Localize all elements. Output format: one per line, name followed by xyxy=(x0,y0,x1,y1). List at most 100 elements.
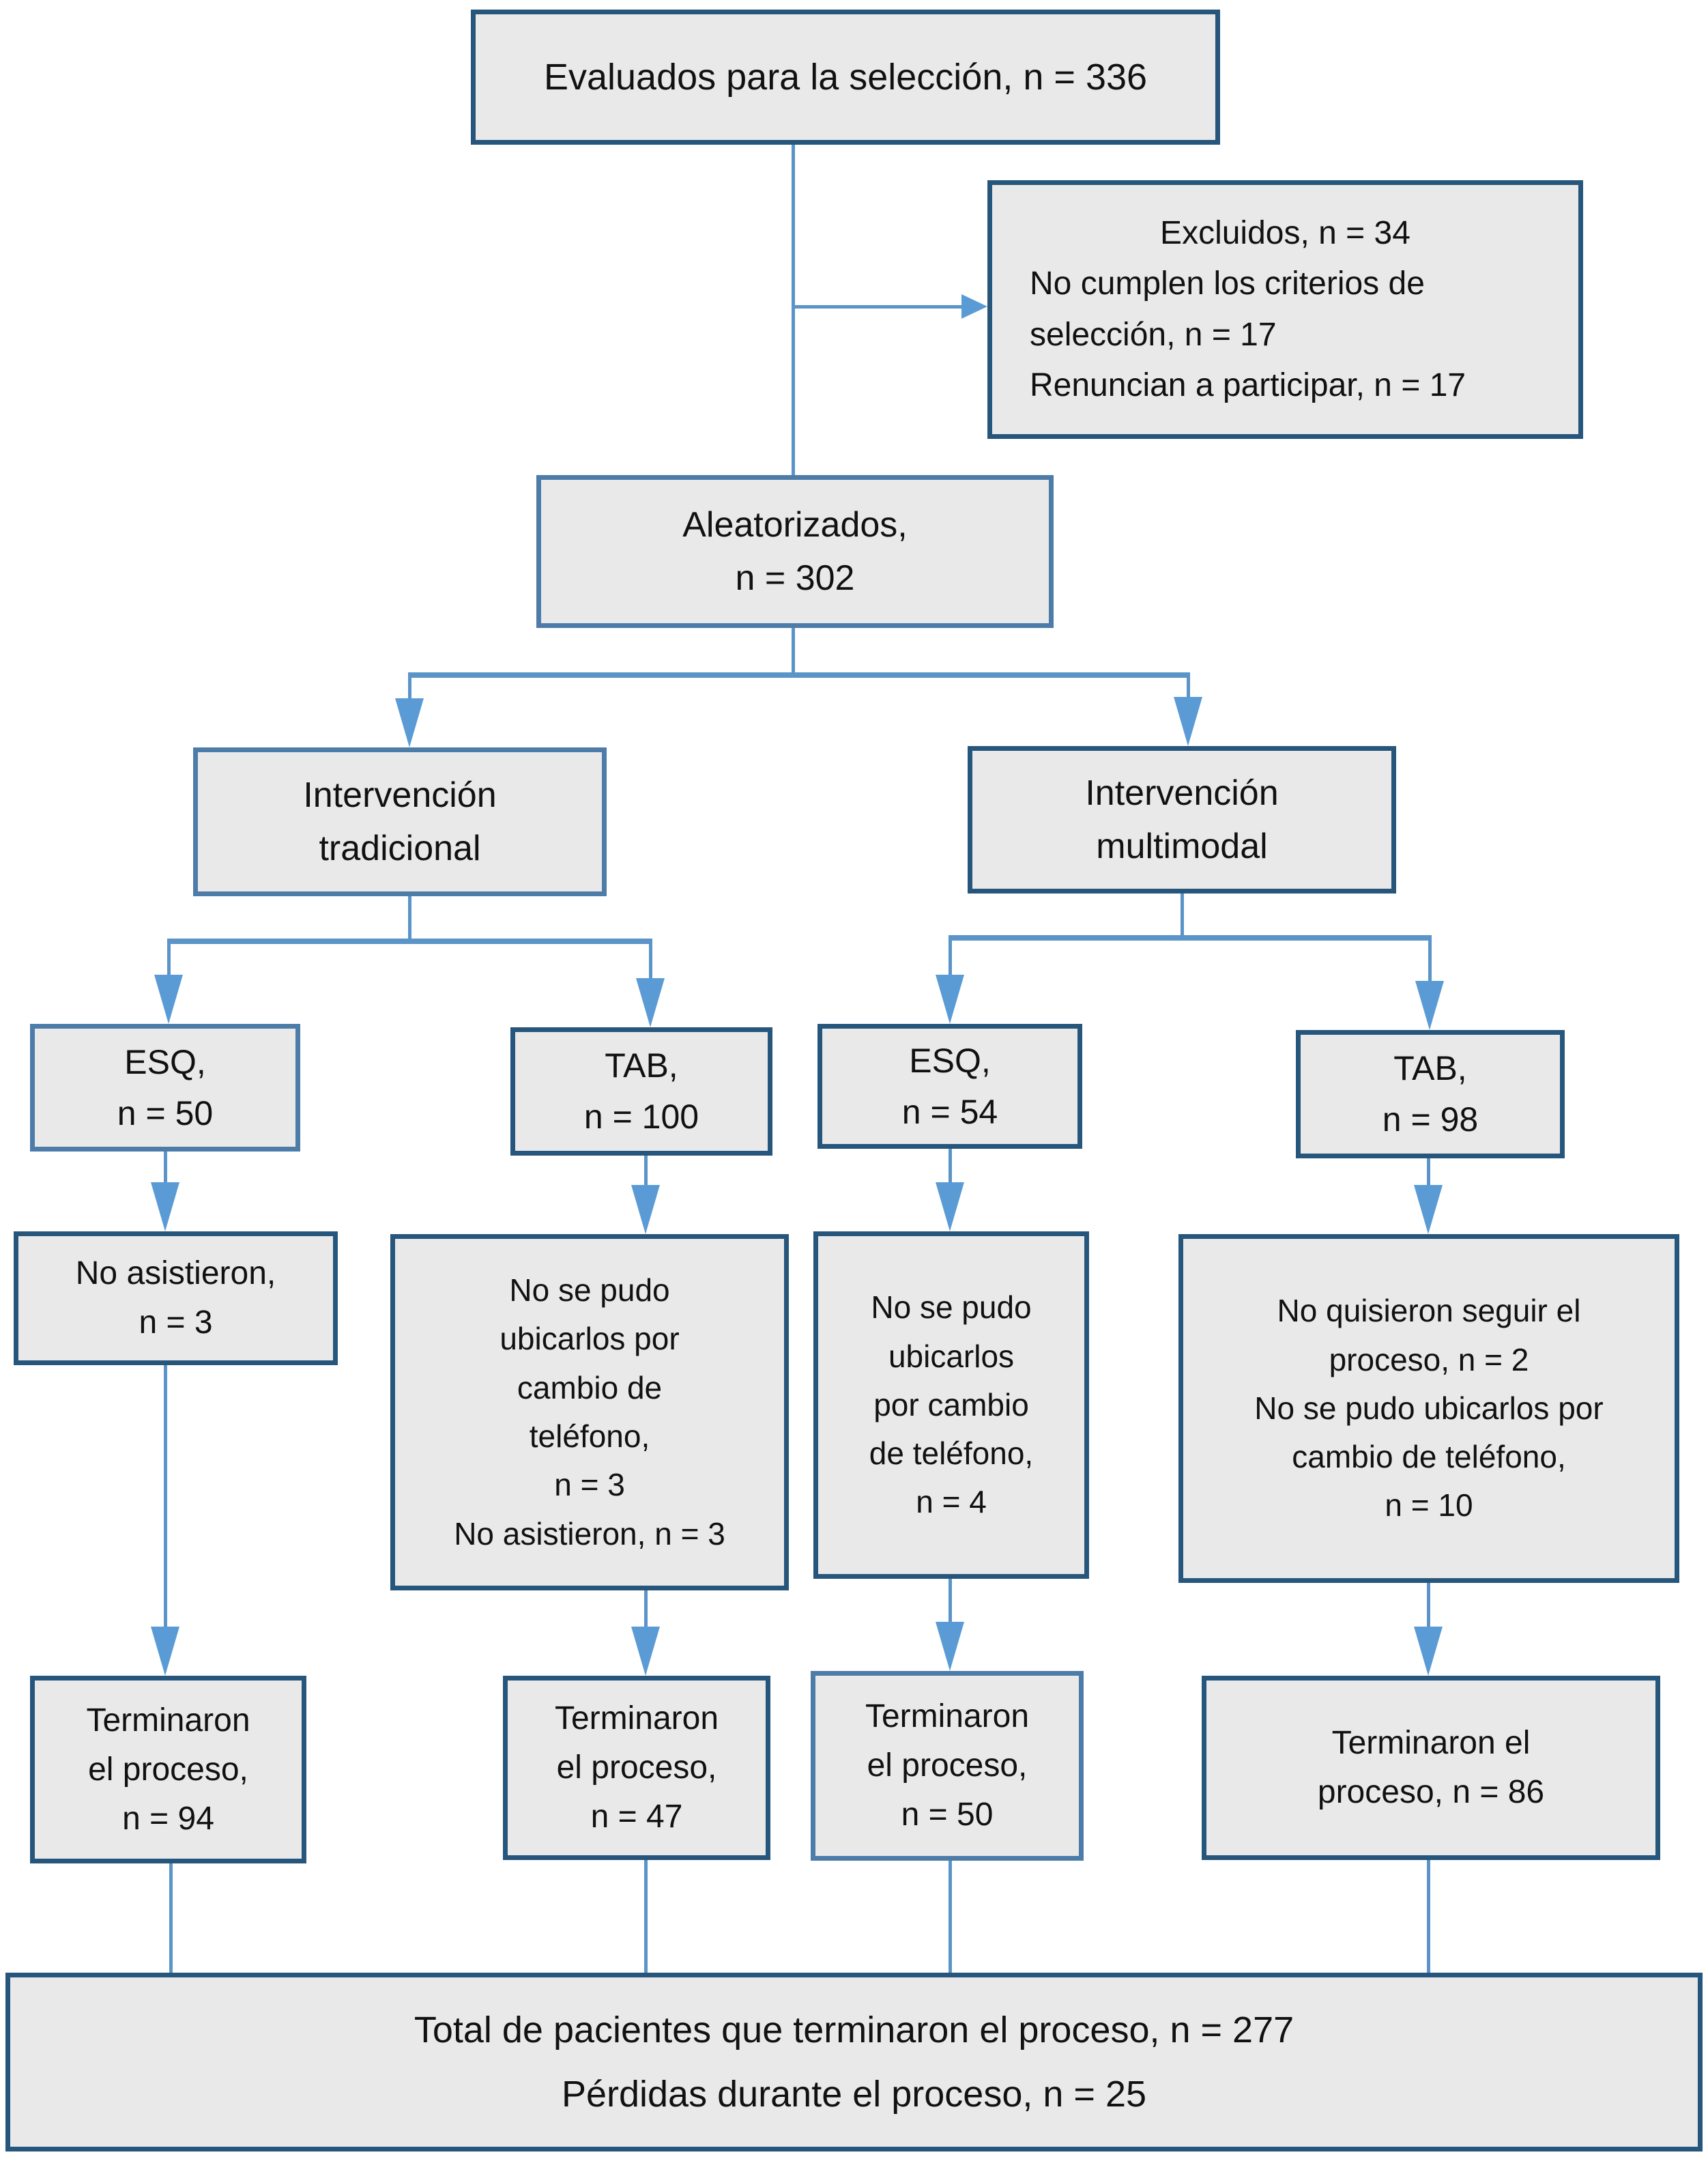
connector-detail-term-esq-multi xyxy=(949,1579,952,1625)
node-text-line: Evaluados para la selección, n = 336 xyxy=(543,57,1148,98)
node-text-line: el proceso, xyxy=(867,1747,1028,1784)
node-text-line: Intervención xyxy=(1085,773,1279,813)
node-text-line: n = 4 xyxy=(916,1484,987,1520)
node-terminaron-tab-trad: Terminaron el proceso, n = 47 xyxy=(503,1676,770,1860)
arrowhead-esq-multi xyxy=(936,975,964,1024)
node-total: Total de pacientes que terminaron el pro… xyxy=(5,1973,1703,2151)
node-text-line: n = 50 xyxy=(117,1093,214,1132)
connector-to-excluidos xyxy=(792,305,964,309)
connector-split-tab-multi xyxy=(1428,935,1432,984)
arrowhead-no-ubicarlos-trad xyxy=(631,1185,660,1234)
arrowhead-esq-trad xyxy=(154,975,183,1024)
arrowhead-tab-multi xyxy=(1415,981,1444,1030)
node-text-line: n = 50 xyxy=(901,1797,994,1833)
node-text-line: Excluidos, n = 34 xyxy=(1160,214,1410,251)
node-text-line: Terminaron xyxy=(86,1702,250,1739)
split-bar-multimodal xyxy=(949,935,1430,941)
node-text-line: Terminaron xyxy=(554,1700,719,1736)
node-text-line: Renuncian a participar, n = 17 xyxy=(1030,367,1466,403)
node-text-line: cambio de xyxy=(517,1369,663,1405)
node-intervencion-multimodal: Intervención multimodal xyxy=(968,746,1396,893)
node-text-line: Terminaron el xyxy=(1331,1725,1531,1761)
node-aleatorizados: Aleatorizados, n = 302 xyxy=(536,475,1054,628)
connector-split-tab-trad xyxy=(649,939,652,981)
split-bar-tradicional xyxy=(167,939,652,944)
node-no-quisieron-tab-multi: No quisieron seguir el proceso, n = 2 No… xyxy=(1178,1234,1679,1583)
node-terminaron-esq-trad: Terminaron el proceso, n = 94 xyxy=(30,1676,306,1863)
node-intervencion-tradicional: Intervención tradicional xyxy=(193,747,607,896)
arrowhead-no-asistieron xyxy=(151,1182,179,1231)
node-text-line: n = 47 xyxy=(590,1799,683,1835)
node-text-line: ubicarlos por xyxy=(500,1321,680,1357)
node-text-line: n = 94 xyxy=(122,1800,214,1837)
node-esq-multimodal: ESQ, n = 54 xyxy=(817,1024,1082,1149)
connector-detail-term-esq-trad xyxy=(164,1365,167,1629)
node-terminaron-esq-multi: Terminaron el proceso, n = 50 xyxy=(811,1671,1084,1861)
connector-split-esq-multi xyxy=(949,935,952,977)
node-text-line: multimodal xyxy=(1096,827,1268,866)
node-text-line: n = 3 xyxy=(139,1304,213,1341)
node-text-line: n = 98 xyxy=(1382,1100,1479,1139)
connector-split-multimodal xyxy=(1187,672,1190,700)
node-text-line: tradicional xyxy=(319,829,481,868)
arrowhead-tab-trad xyxy=(636,978,665,1027)
arrowhead-no-ubicarlos-multi xyxy=(936,1182,964,1231)
connector-term2-total xyxy=(644,1860,648,1973)
node-tab-multimodal: TAB, n = 98 xyxy=(1296,1030,1565,1158)
node-no-ubicarlos-tab-trad: No se pudo ubicarlos por cambio de teléf… xyxy=(390,1234,789,1590)
node-text-line: No quisieron seguir el xyxy=(1277,1293,1581,1329)
node-text-line: TAB, xyxy=(605,1046,678,1085)
split-bar-interventions xyxy=(408,672,1190,678)
node-text-line: No se pudo ubicarlos por xyxy=(1254,1390,1604,1426)
node-text-line: Aleatorizados, xyxy=(682,505,908,545)
node-text-line: el proceso, xyxy=(556,1749,717,1786)
connector-tab-trad-detail xyxy=(644,1156,648,1188)
node-text-line: ESQ, xyxy=(909,1041,991,1080)
connector-esq-multi-detail xyxy=(949,1149,952,1185)
node-text-line: el proceso, xyxy=(88,1751,248,1788)
node-terminaron-tab-multi: Terminaron el proceso, n = 86 xyxy=(1202,1676,1660,1860)
node-no-ubicarlos-esq-multi: No se pudo ubicarlos por cambio de teléf… xyxy=(813,1231,1089,1579)
node-text-line: proceso, n = 2 xyxy=(1329,1341,1529,1377)
node-text-line: Pérdidas durante el proceso, n = 25 xyxy=(561,2074,1147,2115)
node-esq-tradicional: ESQ, n = 50 xyxy=(30,1024,300,1152)
arrowhead-excluidos xyxy=(961,294,987,319)
node-text-line: Intervención xyxy=(303,775,497,815)
node-text-line: TAB, xyxy=(1393,1049,1467,1087)
connector-aleatorizados-split xyxy=(792,628,795,674)
connector-split-tradicional xyxy=(408,672,411,701)
connector-multimodal-split xyxy=(1181,893,1184,936)
arrowhead-term-esq-multi xyxy=(936,1622,964,1671)
node-text-line: Terminaron xyxy=(865,1698,1030,1734)
node-text-line: No asistieron, n = 3 xyxy=(454,1515,725,1552)
node-text-line: Total de pacientes que terminaron el pro… xyxy=(414,2009,1294,2050)
node-text-line: teléfono, xyxy=(529,1418,650,1454)
connector-detail-term-tab-trad xyxy=(644,1590,648,1629)
node-text-line: n = 54 xyxy=(901,1092,998,1131)
arrowhead-multimodal xyxy=(1174,697,1202,746)
node-text-line: ESQ, xyxy=(124,1042,206,1081)
node-text-line: No cumplen los criterios de selección, n… xyxy=(1030,266,1425,353)
connector-split-esq-trad xyxy=(167,939,171,977)
connector-term3-total xyxy=(949,1861,952,1973)
node-text-line: n = 100 xyxy=(583,1098,699,1136)
connector-term4-total xyxy=(1427,1860,1430,1973)
arrowhead-no-quisieron xyxy=(1414,1185,1443,1234)
connector-evaluados-aleatorizados xyxy=(792,145,795,475)
node-text-line: No asistieron, xyxy=(75,1255,276,1291)
node-text-line: No se pudo xyxy=(871,1289,1032,1326)
connector-term1-total xyxy=(169,1863,173,1973)
node-evaluados: Evaluados para la selección, n = 336 xyxy=(471,10,1220,145)
node-tab-tradicional: TAB, n = 100 xyxy=(510,1027,772,1156)
node-text-line: n = 3 xyxy=(554,1467,625,1503)
connector-detail-term-tab-multi xyxy=(1427,1583,1430,1629)
node-no-asistieron-esq-trad: No asistieron, n = 3 xyxy=(14,1231,338,1365)
node-text-line: No se pudo xyxy=(509,1272,670,1309)
arrowhead-term-esq-trad xyxy=(151,1627,179,1676)
connector-tradicional-split xyxy=(408,896,411,941)
arrowhead-term-tab-trad xyxy=(631,1627,660,1676)
arrowhead-term-tab-multi xyxy=(1414,1627,1443,1676)
node-text-line: proceso, n = 86 xyxy=(1317,1774,1545,1810)
node-text-line: ubicarlos xyxy=(888,1338,1015,1374)
